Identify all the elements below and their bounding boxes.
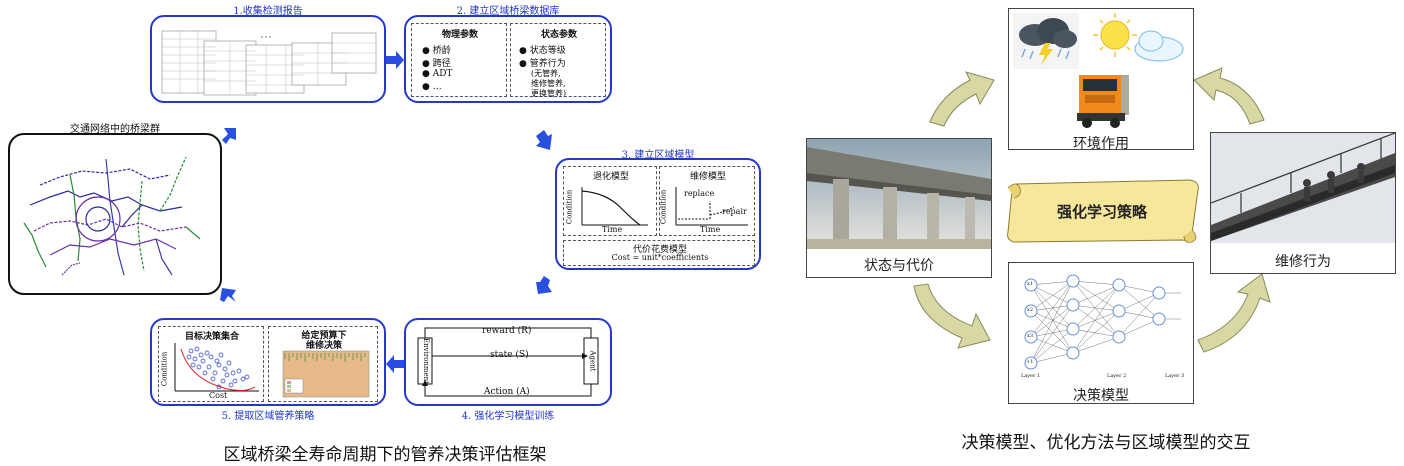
budget-decision-header: 给定预算下	[301, 331, 347, 341]
network-box	[8, 133, 222, 295]
nn-layer-label: Layer 2	[1107, 373, 1127, 379]
physical-param-item: ● …	[422, 82, 442, 92]
cycle-arrow-bottom-left	[913, 283, 991, 349]
maintenance-model-panel: 维修模型 replace repair Time Condition	[659, 166, 755, 236]
cycle-arrow-top-right	[1193, 67, 1265, 125]
step4-box: reward (R) state (S) Action (A) Environm…	[404, 318, 612, 406]
nn-input-label: x2	[1027, 307, 1034, 313]
environment-label: 环境作用	[1073, 136, 1129, 152]
physical-param-item: ● 跨径	[422, 59, 451, 69]
physical-param-item: ● ADT	[422, 69, 453, 79]
step3-title: 3. 建立区域模型	[621, 150, 695, 161]
bridge-photo	[807, 139, 991, 249]
cycle-arrow-bottom-right	[1197, 273, 1271, 353]
step3-box: 退化模型 Time Condition 维修模型 replace	[555, 158, 761, 270]
interaction-caption: 决策模型、优化方法与区域模型的交互	[961, 433, 1251, 453]
pareto-scatter-plot	[174, 343, 259, 392]
maintenance-xlabel: Time	[700, 225, 721, 234]
nn-layer-label: Layer 3	[1165, 373, 1185, 379]
maintenance-label: 维修行为	[1275, 254, 1331, 270]
deterioration-xlabel: Time	[602, 225, 623, 234]
nn-input-label: +1	[1026, 359, 1034, 365]
maintenance-model-header: 维修模型	[689, 172, 726, 182]
state-params-panel: 状态参数 ● 状态等级 ● 管养行为 (无管养, 维修管养, 更换管养)	[510, 23, 606, 98]
cost-model-formula: Cost = unit*coefficients	[611, 253, 709, 262]
state-cost-box: 状态与代价	[806, 138, 992, 278]
cycle-arrows	[913, 67, 1271, 353]
arrow-left-icon	[386, 355, 404, 373]
budget-decision-panel: 给定预算下 维修决策	[268, 326, 378, 402]
nn-layer-label: Layer 1	[1021, 373, 1041, 379]
state-param-note: 更换管养)	[531, 89, 567, 98]
step4-title: 4. 强化学习模型训练	[461, 411, 555, 422]
step2-box: 物理参数 ● 桥龄 ● 跨径 ● ADT ● … 状态参数 ● 状态等级 ● 管…	[404, 15, 612, 103]
step2-title: 2. 建立区域桥梁数据库	[456, 6, 560, 17]
maintenance-replace-label: replace	[684, 189, 715, 198]
rl-loop-diagram	[417, 327, 599, 397]
rl-state-label: state (S)	[490, 350, 529, 360]
maintenance-ylabel: Condition	[659, 189, 668, 225]
state-param-item: ● 管养行为	[519, 59, 566, 69]
target-ylabel: Condition	[160, 351, 169, 387]
physical-params-header: 物理参数	[441, 30, 478, 40]
maintenance-photo	[1211, 133, 1395, 243]
arrow-up-right-icon	[222, 128, 236, 144]
framework-panel: 1.收集检测报告	[8, 6, 761, 465]
arrow-right-icon	[386, 51, 404, 69]
network-title: 交通网络中的桥梁群	[70, 124, 160, 135]
neural-network-icon	[1024, 274, 1181, 370]
weather-icons	[1013, 13, 1184, 128]
budget-decision-chart	[282, 350, 370, 398]
state-param-item: ● 状态等级	[519, 46, 566, 56]
deterioration-model-header: 退化模型	[592, 172, 629, 182]
step5-box: 目标决策集合 Cost Conditio	[150, 318, 386, 406]
target-decision-header: 目标决策集合	[184, 332, 239, 342]
nn-input-label: x3	[1027, 333, 1034, 339]
decision-model-label: 决策模型	[1073, 388, 1129, 404]
target-xlabel: Cost	[209, 391, 228, 400]
state-cost-label: 状态与代价	[864, 258, 934, 274]
nn-input-label: x1	[1027, 281, 1034, 287]
step5-title: 5. 提取区域管养策略	[221, 411, 315, 422]
step1-box	[150, 15, 386, 103]
state-param-note: (无管养,	[531, 69, 561, 78]
rl-action-label: Action (A)	[484, 387, 530, 397]
road-network-map	[23, 156, 201, 276]
rl-agent-label: Agent	[588, 350, 597, 372]
framework-caption: 区域桥梁全寿命周期下的管养决策评估框架	[223, 445, 547, 465]
interaction-panel: 环境作用 状态与代价	[790, 0, 1404, 466]
state-params-header: 状态参数	[540, 30, 577, 40]
deterioration-curve-plot	[581, 187, 648, 226]
physical-params-panel: 物理参数 ● 桥龄 ● 跨径 ● ADT ● …	[411, 23, 507, 97]
rl-environment-label: Environment	[421, 338, 430, 384]
arrow-down-left-icon	[536, 276, 552, 294]
cost-model-header: 代价花费模型	[632, 245, 687, 255]
maintenance-repair-label: repair	[722, 207, 747, 216]
budget-decision-header: 维修决策	[305, 341, 342, 351]
deterioration-ylabel: Condition	[565, 189, 574, 225]
deterioration-model-panel: 退化模型 Time Condition	[563, 166, 657, 236]
arrow-down-right-icon	[536, 130, 552, 150]
rl-reward-label: reward (R)	[482, 326, 532, 336]
environment-box: 环境作用	[1008, 8, 1194, 152]
maintenance-box: 维修行为	[1210, 132, 1396, 274]
cycle-arrow-top-left	[929, 71, 995, 127]
arrow-up-left-icon	[220, 288, 236, 302]
cost-model-panel: 代价花费模型 Cost = unit*coefficients	[563, 240, 755, 266]
step1-title: 1.收集检测报告	[233, 6, 303, 17]
state-param-note: 维修管养,	[531, 79, 566, 88]
physical-param-item: ● 桥龄	[422, 46, 451, 56]
report-sheets-icon	[161, 30, 377, 96]
scroll-banner	[1007, 179, 1199, 243]
strategy-label: 强化学习策略	[1056, 203, 1147, 221]
decision-model-box: x1 x2 x3 +1 Layer 1 Layer 2 Layer 3 决策模型	[1008, 262, 1194, 404]
target-decision-panel: 目标决策集合 Cost Conditio	[158, 326, 264, 402]
maintenance-curve-plot	[675, 187, 748, 226]
